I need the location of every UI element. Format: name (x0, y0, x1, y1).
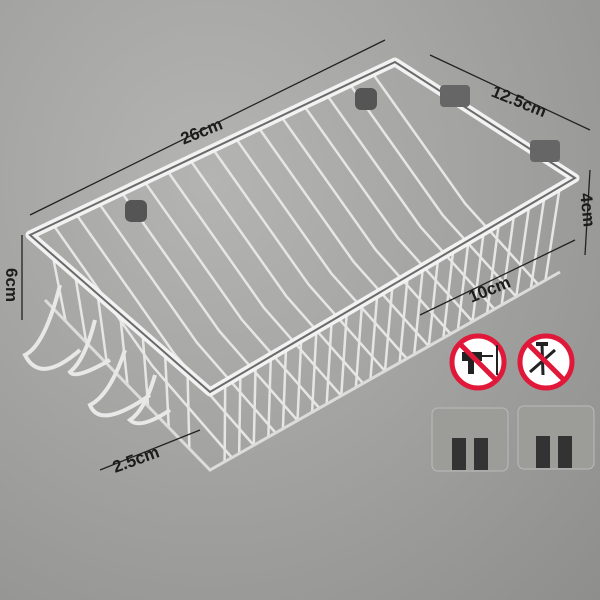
basket-wire (471, 231, 485, 322)
basket-wire (529, 195, 546, 289)
basket-wire (163, 352, 170, 428)
basket-wire (500, 213, 516, 306)
basket-wire (371, 72, 540, 286)
basket-wire (354, 302, 364, 388)
basket-wire (544, 186, 562, 281)
basket-wire (74, 212, 255, 447)
basket-wire (165, 169, 343, 397)
basket-wire (252, 365, 257, 446)
no-drilling-icon (449, 333, 507, 391)
basket-wire (279, 115, 452, 335)
basket-wire (383, 284, 394, 372)
no-screws-icon (517, 333, 575, 391)
basket-wire (412, 267, 425, 355)
basket-wire (237, 374, 242, 454)
hooks (22, 284, 172, 426)
wall-mount (355, 88, 377, 110)
wall-mount (530, 140, 560, 162)
basket-wire (348, 82, 518, 298)
wall-mount (125, 200, 147, 222)
dimension-lines (21, 39, 591, 471)
basket-wire (281, 347, 288, 429)
basket-wire (96, 293, 109, 364)
basket-wire (296, 338, 303, 421)
basket-wire (257, 126, 430, 348)
basket-wire (369, 293, 379, 380)
depth-label: 6cm (2, 267, 22, 303)
wall-mount (440, 85, 470, 107)
basket-wire (427, 258, 440, 347)
basket-bottom-edge (43, 270, 561, 472)
basket-wire (302, 104, 474, 323)
basket-wire (97, 201, 277, 434)
adhesive-hook-icon (431, 407, 509, 472)
basket-wire (515, 204, 531, 297)
basket-wire (51, 223, 233, 459)
basket-wire (234, 136, 408, 360)
basket-wire (310, 329, 318, 413)
basket-wire (456, 240, 470, 330)
basket-wire (211, 147, 386, 372)
basket-wire (73, 274, 88, 343)
basket-wire (120, 191, 299, 422)
adhesive-hook-icon (517, 405, 595, 470)
rim-height-label: 4cm (576, 192, 599, 228)
basket-wire (143, 180, 321, 409)
basket-wire (325, 93, 496, 310)
basket-wire (186, 372, 191, 449)
basket-wire (118, 313, 129, 386)
basket-wire (325, 320, 333, 405)
basket-wire (188, 158, 365, 385)
